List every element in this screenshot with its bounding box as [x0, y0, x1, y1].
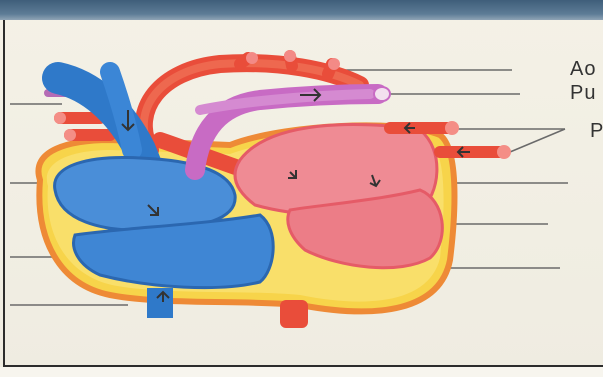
pulmonary-vein-upper-end	[445, 121, 459, 135]
small-vessel-red-2-end	[64, 129, 76, 141]
branch-end-3	[328, 58, 340, 70]
pulmonary-vein-lower-end	[497, 145, 511, 159]
label-line-vein-lower	[510, 129, 565, 152]
label-veins: P	[590, 120, 603, 143]
descending-aorta-bottom	[280, 300, 308, 328]
branch-end-1	[246, 52, 258, 64]
pulmonary-artery-end	[374, 87, 390, 101]
page-bottom-margin	[0, 367, 603, 377]
right-atrium	[55, 157, 236, 230]
page-border-left	[3, 20, 5, 365]
inferior-vena-cava	[147, 288, 173, 318]
label-aorta: Ao	[570, 58, 596, 81]
small-vessel-red-1-end	[54, 112, 66, 124]
label-pulmonary: Pu	[570, 82, 596, 105]
branch-end-2	[284, 50, 296, 62]
